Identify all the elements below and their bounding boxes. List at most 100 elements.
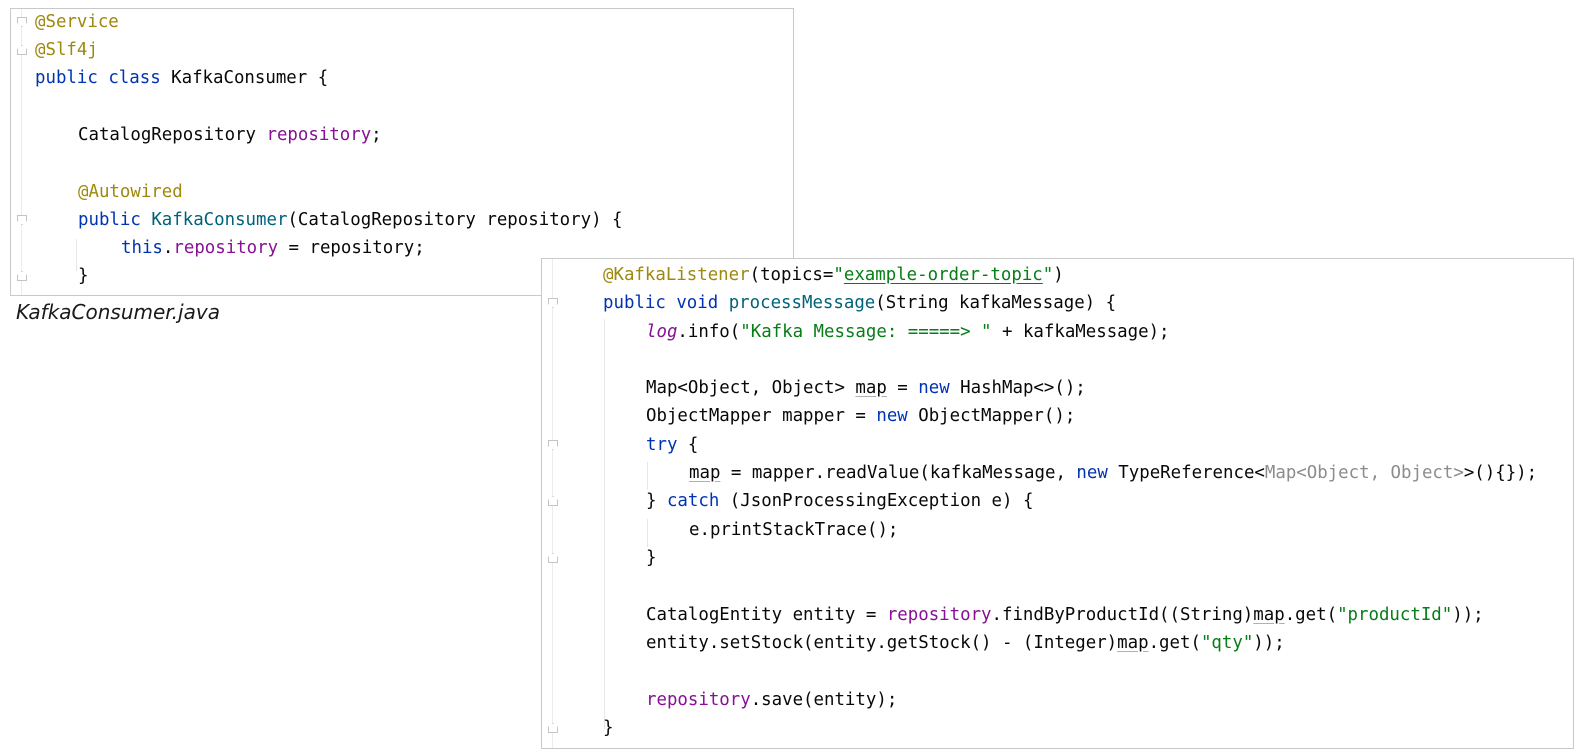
code-text: } (646, 491, 667, 511)
keyword: try (646, 435, 678, 455)
code-text: entity.setStock(entity.getStock() - (Int… (646, 633, 1118, 653)
code-text: } (603, 718, 614, 738)
code-text: e.printStackTrace(); (689, 520, 899, 540)
code-text: CatalogRepository (78, 125, 267, 145)
code-line: public class KafkaConsumer { (35, 64, 793, 92)
indent-guide (604, 319, 605, 729)
method-name: processMessage (728, 293, 876, 313)
keyword: public (35, 68, 98, 88)
string-literal: " (1042, 265, 1054, 285)
code-text: (String kafkaMessage) { (875, 293, 1117, 313)
code-text: ObjectMapper(); (907, 406, 1076, 426)
annotation: @Autowired (78, 182, 183, 202)
code-line: } catch (JsonProcessingException e) { (646, 487, 1573, 515)
code-line: log.info("Kafka Message: =====> " + kafk… (646, 318, 1573, 346)
code-line: ObjectMapper mapper = new ObjectMapper()… (646, 402, 1573, 430)
code-text: } (78, 266, 89, 286)
code-line: } (78, 262, 793, 290)
code-text: ; (371, 125, 382, 145)
reassigned-variable: map (855, 378, 887, 398)
code-text: .get( (1148, 633, 1201, 653)
code-line: repository.save(entity); (646, 686, 1573, 714)
field-name: repository (266, 125, 372, 145)
fold-marker-icon[interactable] (17, 17, 27, 27)
keyword: new (918, 378, 950, 398)
code-text: ) (1053, 265, 1064, 285)
field-name: repository (886, 605, 992, 625)
code-text: .findByProductId((String) (991, 605, 1254, 625)
code-text: TypeReference< (1107, 463, 1265, 483)
code-text: + kafkaMessage); (991, 322, 1170, 342)
indent-guide (647, 462, 648, 490)
redundant-type-args: Map<Object, Object> (1264, 463, 1464, 483)
indent-guide (647, 519, 648, 547)
code-line: public KafkaConsumer(CatalogRepository r… (78, 206, 793, 234)
string-literal: "productId" (1337, 605, 1453, 625)
code-line: @Slf4j (35, 36, 793, 64)
code-text: >(){}); (1463, 463, 1538, 483)
keyword: public (78, 210, 141, 230)
code-text: .get( (1284, 605, 1338, 625)
code-line: } (603, 714, 1573, 742)
fold-end-icon[interactable] (548, 553, 558, 563)
annotation: @Slf4j (35, 40, 98, 60)
field-name: repository (646, 690, 751, 710)
reassigned-variable: map (1253, 605, 1285, 625)
code-editor-process-message[interactable]: @KafkaListener(topics="example-order-top… (541, 258, 1574, 749)
code-text: .info( (677, 322, 741, 342)
code-text: .save(entity); (750, 690, 898, 710)
field-name: repository (173, 238, 279, 258)
code-text: HashMap<>(); (949, 378, 1086, 398)
fold-end-icon[interactable] (548, 723, 558, 733)
code-text: = (886, 378, 919, 398)
code-line: @Autowired (78, 178, 793, 206)
fold-end-icon[interactable] (548, 496, 558, 506)
keyword: this (121, 238, 163, 258)
code-line: entity.setStock(entity.getStock() - (Int… (646, 629, 1573, 657)
annotation: @KafkaListener (603, 265, 750, 285)
code-line: try { (646, 431, 1573, 459)
code-line: CatalogRepository repository; (78, 121, 793, 149)
topic-link[interactable]: example-order-topic (843, 265, 1043, 285)
code-text: Map<Object, Object> (646, 378, 856, 398)
code-line: public void processMessage(String kafkaM… (603, 289, 1573, 317)
code-editor-kafka-consumer[interactable]: @Service @Slf4j public class KafkaConsum… (10, 8, 794, 296)
code-text: ObjectMapper mapper = (646, 406, 877, 426)
fold-end-icon[interactable] (17, 271, 27, 281)
code-text: )); (1253, 633, 1285, 653)
keyword: new (1076, 463, 1108, 483)
string-literal: "Kafka Message: =====> " (740, 322, 992, 342)
fold-marker-icon[interactable] (17, 215, 27, 225)
constructor-name: KafkaConsumer (151, 210, 288, 230)
code-text: CatalogEntity entity = (646, 605, 887, 625)
keyword: new (876, 406, 908, 426)
code-line: e.printStackTrace(); (689, 516, 1573, 544)
code-text: } (646, 548, 657, 568)
string-literal: "qty" (1200, 633, 1254, 653)
reassigned-variable: map (689, 463, 721, 483)
code-text: { (677, 435, 699, 455)
code-text: (topics= (749, 265, 834, 285)
code-text: (CatalogRepository repository) { (287, 210, 623, 230)
fold-end-icon[interactable] (17, 45, 27, 55)
code-line: this.repository = repository; (121, 234, 793, 262)
code-text: )); (1452, 605, 1484, 625)
keyword: catch (666, 491, 720, 511)
code-text: = mapper.readValue(kafkaMessage, (720, 463, 1077, 483)
code-text: . (162, 238, 174, 258)
editor-gutter (11, 9, 37, 295)
fold-marker-icon[interactable] (548, 298, 558, 308)
code-line: @Service (35, 8, 793, 36)
code-text: KafkaConsumer { (160, 68, 329, 88)
keyword: public (603, 293, 666, 313)
code-line: Map<Object, Object> map = new HashMap<>(… (646, 374, 1573, 402)
file-caption: KafkaConsumer.java (16, 300, 220, 324)
keyword: void (676, 293, 719, 313)
string-literal: " (833, 265, 844, 285)
code-line: CatalogEntity entity = repository.findBy… (646, 601, 1573, 629)
code-text: = repository; (278, 238, 425, 258)
static-field: log (646, 322, 678, 342)
fold-marker-icon[interactable] (548, 440, 558, 450)
code-line: @KafkaListener(topics="example-order-top… (603, 261, 1573, 289)
keyword: class (108, 68, 161, 88)
